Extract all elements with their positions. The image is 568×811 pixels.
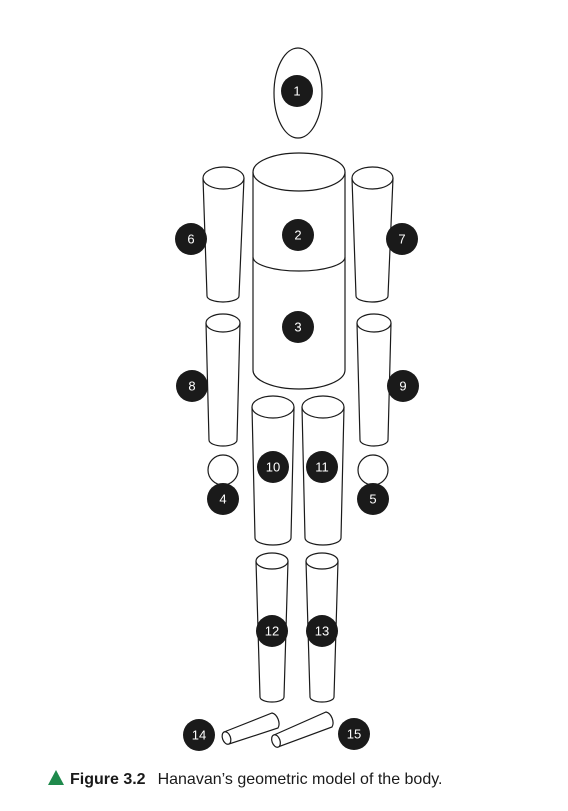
- badge-11: 11: [306, 451, 338, 483]
- badge-3: 3: [282, 311, 314, 343]
- badge-6-label: 6: [187, 232, 194, 247]
- badge-10: 10: [257, 451, 289, 483]
- badge-2: 2: [282, 219, 314, 251]
- badge-2-label: 2: [294, 228, 301, 243]
- triangle-marker-icon: [48, 770, 64, 785]
- badge-9-label: 9: [399, 379, 406, 394]
- figure-label: Figure 3.2: [70, 771, 146, 788]
- segment-8-forearm-right: [205, 313, 241, 447]
- badge-8: 8: [176, 370, 208, 402]
- segment-7-upper-arm-left: [351, 166, 394, 303]
- badge-15: 15: [338, 718, 370, 750]
- badge-1-label: 1: [293, 84, 300, 99]
- badge-12-label: 12: [265, 624, 279, 639]
- badge-9: 9: [387, 370, 419, 402]
- segment-2-upper-trunk: [252, 152, 346, 257]
- badge-14-label: 14: [192, 728, 206, 743]
- badge-5-label: 5: [369, 492, 376, 507]
- badge-8-label: 8: [188, 379, 195, 394]
- badge-4: 4: [207, 483, 239, 515]
- segment-15-foot-left: [271, 711, 334, 748]
- badge-13-label: 13: [315, 624, 329, 639]
- badge-6: 6: [175, 223, 207, 255]
- badge-7-label: 7: [398, 232, 405, 247]
- segment-4-hand-right: [207, 454, 239, 486]
- badge-10-label: 10: [266, 460, 280, 475]
- badge-3-label: 3: [294, 320, 301, 335]
- figure-caption: Figure 3.2 Hanavan’s geometric model of t…: [48, 770, 442, 789]
- badge-12: 12: [256, 615, 288, 647]
- badge-1: 1: [281, 75, 313, 107]
- badge-4-label: 4: [219, 492, 226, 507]
- segment-6-upper-arm-right: [202, 166, 245, 303]
- badge-13: 13: [306, 615, 338, 647]
- badge-7: 7: [386, 223, 418, 255]
- badge-14: 14: [183, 719, 215, 751]
- badge-5: 5: [357, 483, 389, 515]
- segment-5-hand-left: [357, 454, 389, 486]
- figure-caption-text: Hanavan’s geometric model of the body.: [157, 771, 443, 788]
- segment-9-forearm-left: [356, 313, 392, 447]
- segment-14-foot-right: [221, 712, 280, 745]
- badge-11-label: 11: [315, 460, 329, 475]
- badge-15-label: 15: [347, 727, 361, 742]
